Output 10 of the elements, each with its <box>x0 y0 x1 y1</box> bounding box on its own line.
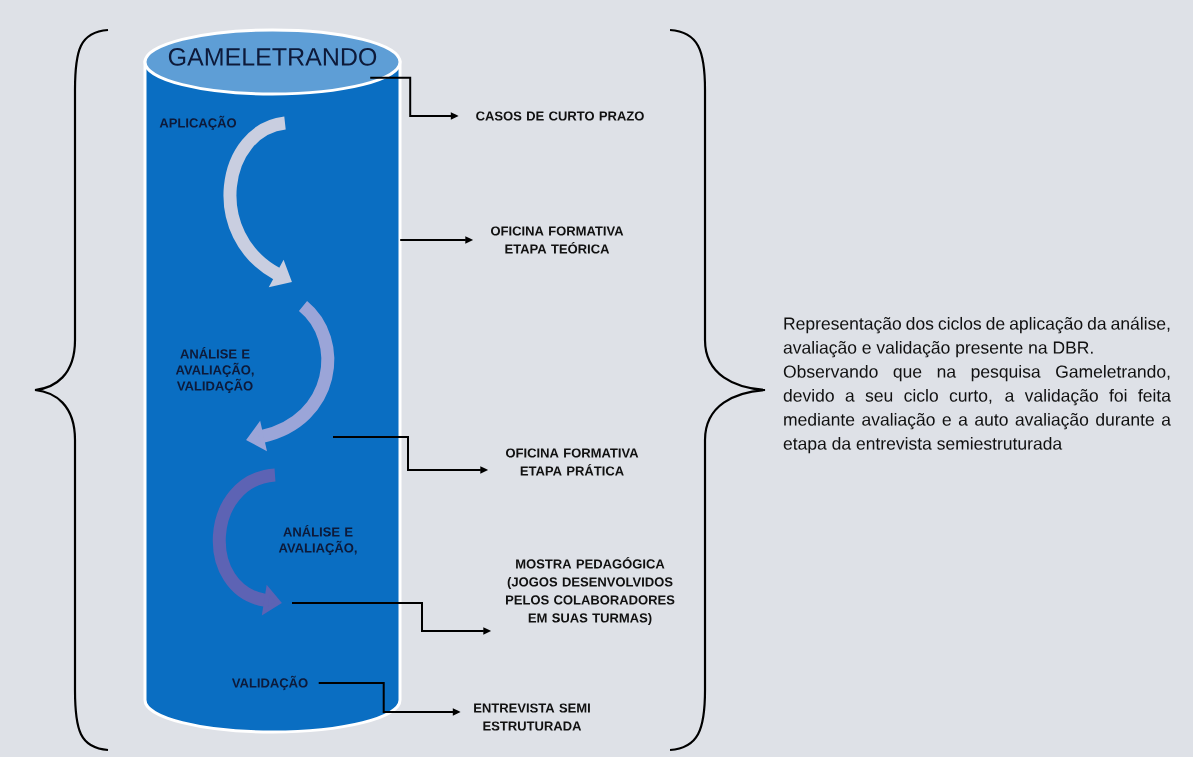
outcome-label: CASOS DE CURTO PRAZO <box>476 111 644 121</box>
stage-label: APLICAÇÃO <box>159 115 237 131</box>
outcome-label: OFICINA FORMATIVA ETAPA TEÓRICA <box>491 226 624 254</box>
outcome-label: MOSTRA PEDAGÓGICA (JOGOS DESENVOLVIDOS PELOS COLABORADORES EM SUAS TURMAS) <box>506 556 675 626</box>
stage-label: ANÁLISE E AVALIAÇÃO, <box>278 524 357 556</box>
description-text: Representação dos ciclos de aplicação da análise, avaliação e validação presente na DBR. Observando que na pesquisa Gameletrando, devido a seu ciclo curto, a validação foi feita mediante avaliação e a auto avaliação durante a etapa da entrevista semiestruturada <box>783 316 1171 454</box>
stage-label: VALIDAÇÃO <box>231 675 308 691</box>
outcome-label: ENTREVISTA SEMI ESTRUTURADA <box>474 703 590 731</box>
outcome-label: OFICINA FORMATIVA ETAPA PRÁTICA <box>506 448 639 476</box>
stage-label: ANÁLISE E AVALIAÇÃO, VALIDAÇÃO <box>175 346 254 394</box>
